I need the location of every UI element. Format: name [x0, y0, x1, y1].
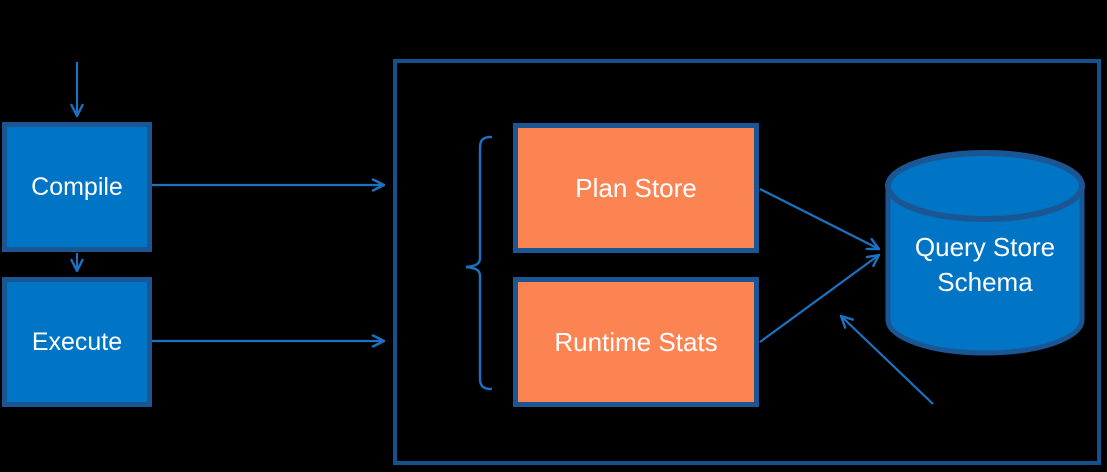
compile-label: Compile — [31, 172, 123, 201]
query-store-container-box — [393, 59, 1101, 465]
plan-store-label: Plan Store — [575, 172, 697, 203]
execute-label: Execute — [31, 327, 123, 356]
query-store-schema-label: Query Store Schema — [914, 232, 1056, 297]
runtime-stats-label: Runtime Stats — [554, 326, 718, 357]
compile-node: Compile — [2, 122, 152, 252]
execute-node: Execute — [2, 277, 152, 407]
runtime-stats-node: Runtime Stats — [513, 277, 759, 407]
plan-store-node: Plan Store — [513, 123, 759, 253]
